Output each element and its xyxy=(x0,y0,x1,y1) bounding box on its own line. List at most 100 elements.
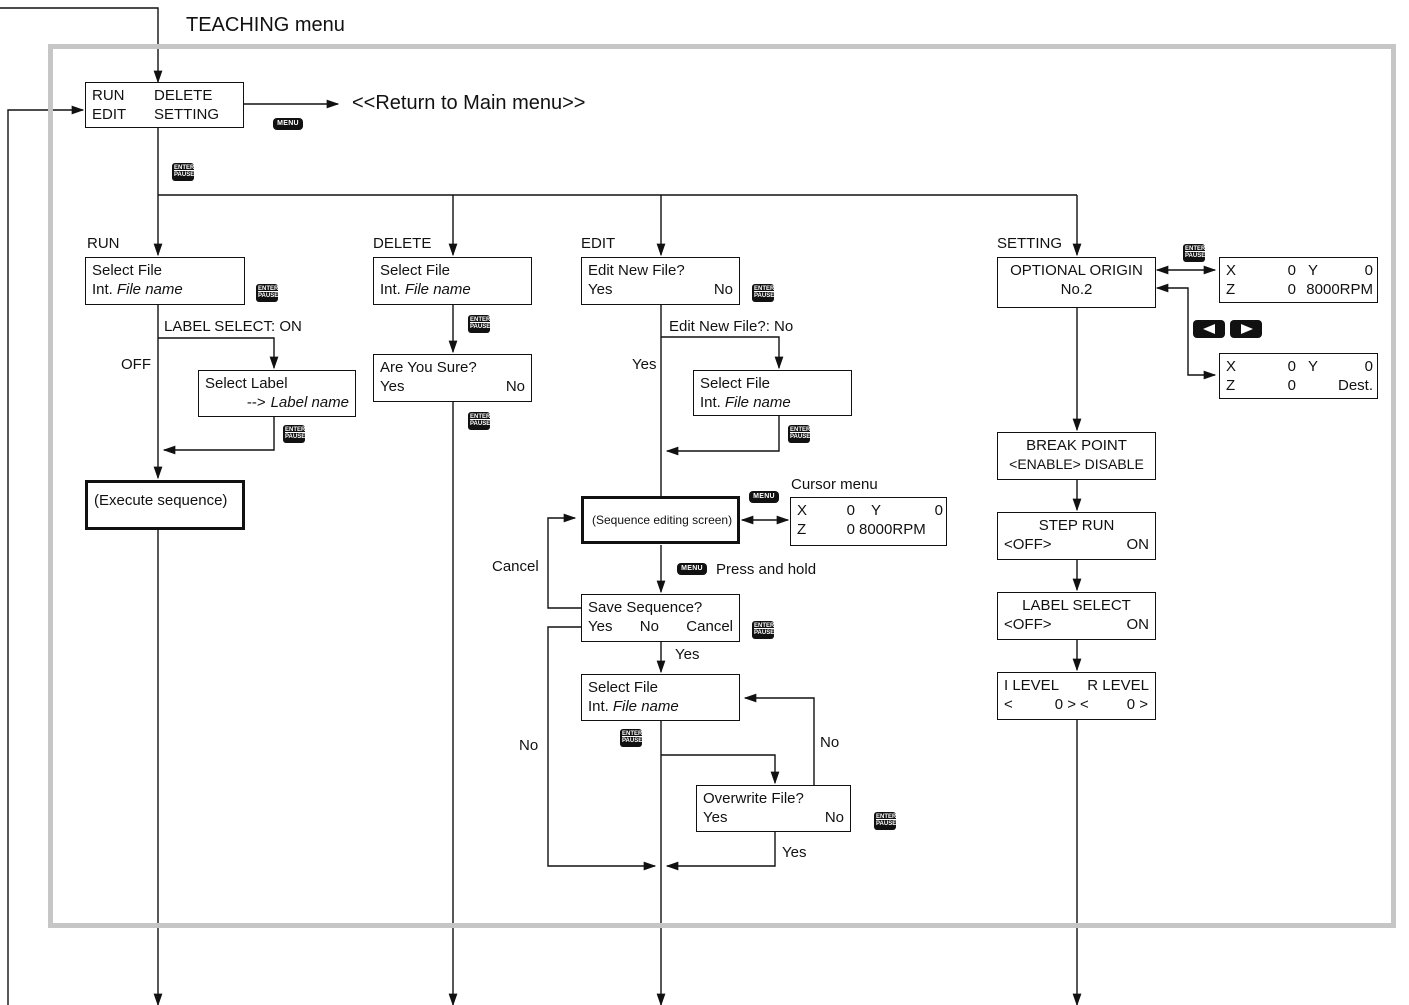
break-point-title: BREAK POINT xyxy=(1026,437,1127,454)
section-label-setting: SETTING xyxy=(997,235,1063,252)
edit-new-file-no: No xyxy=(713,281,733,298)
are-you-sure-yes: Yes xyxy=(380,378,405,395)
run-select-file-title: Select File xyxy=(92,262,163,279)
run-select-file-box: Select File Int.File name xyxy=(85,257,245,305)
execute-sequence-text: (Execute sequence) xyxy=(94,492,228,509)
return-to-main-menu-text: <<Return to Main menu>> xyxy=(352,92,586,114)
menu-key-icon: MENU xyxy=(677,563,707,575)
delete-select-file-title: Select File xyxy=(380,262,451,279)
save-sequence-no: No xyxy=(639,618,659,635)
label-select-box: LABEL SELECT <OFF>ON xyxy=(997,592,1156,640)
edit-new-file-yes: Yes xyxy=(588,281,613,298)
optional-origin-box: OPTIONAL ORIGIN No.2 xyxy=(997,257,1156,308)
no-left-branch-label: No xyxy=(519,737,539,754)
label-select-on-text: LABEL SELECT: ON xyxy=(164,318,302,335)
edit-select-file-box: Select File Int.File name xyxy=(693,370,852,416)
origin-a-x-value: 0 xyxy=(1287,262,1296,279)
no-right-branch-label: No xyxy=(820,734,840,751)
run-select-file-prefix: Int. xyxy=(92,281,113,298)
menu-key-icon: MENU xyxy=(273,118,303,130)
diagram-title: TEACHING menu xyxy=(186,14,345,36)
sequence-editing-screen-box: (Sequence editing screen) xyxy=(581,496,740,544)
save-sequence-cancel: Cancel xyxy=(686,618,733,635)
section-label-edit: EDIT xyxy=(581,235,616,252)
select-label-name: Label name xyxy=(270,394,349,411)
origin-b-y-label: Y xyxy=(1308,358,1319,375)
cursor-z-value: 0 xyxy=(846,521,855,538)
r-level-bracket: < xyxy=(1080,696,1089,713)
cursor-z-label: Z xyxy=(797,521,807,538)
cursor-x-value: 0 xyxy=(846,502,855,519)
edit-select-file-name: File name xyxy=(724,394,791,411)
delete-select-file-box: Select File Int.File name xyxy=(373,257,532,305)
break-point-options: <ENABLE> DISABLE xyxy=(1009,456,1144,472)
delete-select-file-prefix: Int. xyxy=(380,281,401,298)
overwrite-file-title: Overwrite File? xyxy=(703,790,804,807)
press-and-hold-text: Press and hold xyxy=(716,561,817,578)
step-run-on: ON xyxy=(1126,536,1150,553)
edit-new-file-no-text: Edit New File?: No xyxy=(669,318,794,335)
optional-origin-number: No.2 xyxy=(1060,281,1093,298)
i-level-label: I LEVEL xyxy=(1004,677,1060,694)
origin-a-x-label: X xyxy=(1226,262,1237,279)
origin-a-rpm-value: 8000RPM xyxy=(1306,281,1373,298)
label-select-title: LABEL SELECT xyxy=(1022,597,1131,614)
left-arrow-key-icon xyxy=(1193,320,1225,338)
right-arrow-key-icon xyxy=(1230,320,1262,338)
are-you-sure-no: No xyxy=(505,378,525,395)
menu-option-run: RUN xyxy=(92,87,125,104)
cancel-branch-label: Cancel xyxy=(492,558,539,575)
cursor-rpm-value: 8000RPM xyxy=(859,521,926,538)
save-select-file-prefix: Int. xyxy=(588,698,609,715)
cursor-x-label: X xyxy=(797,502,808,519)
r-level-label: R LEVEL xyxy=(1087,677,1149,694)
select-label-title: Select Label xyxy=(205,375,288,392)
sequence-editing-screen-text: (Sequence editing screen) xyxy=(592,513,733,527)
save-select-file-box: Select File Int.File name xyxy=(581,674,740,721)
yes-branch-label: Yes xyxy=(632,356,657,373)
i-level-bracket: < xyxy=(1004,696,1013,713)
origin-b-z-label: Z xyxy=(1226,377,1236,394)
yes-bottom-label: Yes xyxy=(782,844,807,861)
save-select-file-title: Select File xyxy=(588,679,659,696)
section-label-run: RUN xyxy=(87,235,120,252)
origin-b-y-value: 0 xyxy=(1364,358,1373,375)
edit-new-file-title: Edit New File? xyxy=(588,262,685,279)
overwrite-file-yes: Yes xyxy=(703,809,728,826)
cursor-y-value: 0 xyxy=(934,502,943,519)
break-point-box: BREAK POINT <ENABLE> DISABLE xyxy=(997,432,1156,480)
optional-origin-title: OPTIONAL ORIGIN xyxy=(1010,262,1143,279)
origin-a-z-value: 0 xyxy=(1287,281,1296,298)
step-run-title: STEP RUN xyxy=(1038,517,1115,534)
origin-b-x-value: 0 xyxy=(1287,358,1296,375)
save-sequence-yes: Yes xyxy=(588,618,613,635)
edit-select-file-title: Select File xyxy=(700,375,771,392)
i-level-value: 0 > xyxy=(1054,696,1076,713)
cursor-y-label: Y xyxy=(871,502,882,519)
off-branch-label: OFF xyxy=(121,356,151,373)
label-select-on: ON xyxy=(1126,616,1150,633)
select-label-box: Select Label -->Label name xyxy=(198,370,356,417)
origin-b-z-value: 0 xyxy=(1287,377,1296,394)
teaching-menu-frame xyxy=(48,44,1396,928)
origin-a-y-value: 0 xyxy=(1364,262,1373,279)
yes-after-save-label: Yes xyxy=(675,646,700,663)
execute-sequence-box: (Execute sequence) xyxy=(85,480,245,530)
step-run-off: <OFF> xyxy=(1004,536,1052,553)
